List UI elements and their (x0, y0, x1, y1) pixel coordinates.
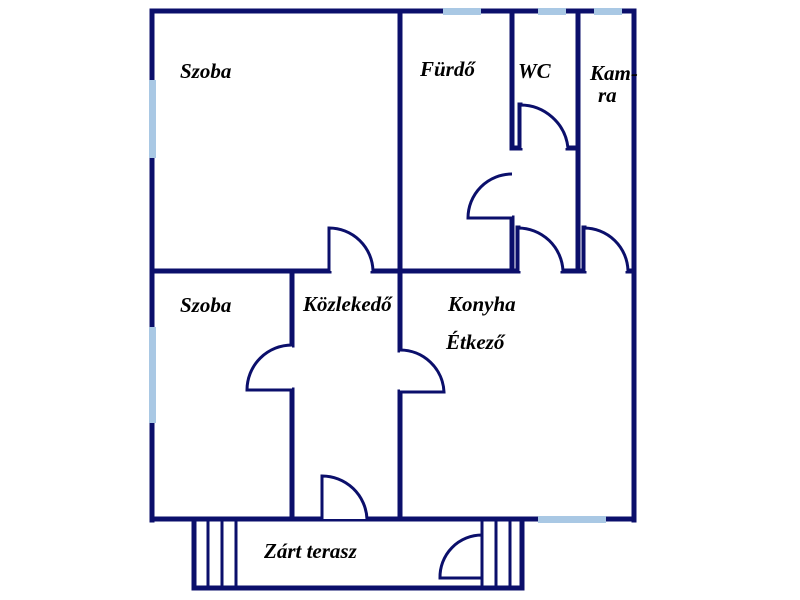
label-etkezo: Étkező (445, 330, 506, 354)
door-szoba-bottom (245, 343, 293, 392)
label-kozlekedo: Közlekedő (302, 292, 393, 316)
window-top-furdo (443, 8, 481, 15)
terrace-stairs (206, 521, 512, 586)
window-left-bottom (149, 327, 156, 423)
label-szoba-bottom: Szoba (180, 293, 231, 317)
label-kamra-line2: ra (598, 83, 617, 107)
windows (149, 8, 622, 523)
window-top-wc (538, 8, 566, 15)
door-furdo (466, 172, 513, 220)
door-szoba-top (327, 226, 375, 272)
label-zart-terasz: Zárt terasz (263, 539, 358, 563)
label-szoba-top: Szoba (180, 59, 231, 83)
door-entrance (320, 474, 369, 520)
label-wc: WC (518, 59, 552, 83)
doors (245, 103, 630, 580)
door-terrace (438, 533, 484, 580)
room-labels: Szoba Fürdő WC Kam- ra Szoba Közlekedő K… (180, 57, 638, 563)
walls (149, 8, 637, 591)
door-konyha (399, 348, 446, 394)
door-wc (518, 103, 570, 149)
window-top-kamra (594, 8, 622, 15)
window-bottom-konyha (538, 516, 606, 523)
window-left-top (149, 80, 156, 158)
door-hall (516, 226, 565, 272)
label-furdo: Fürdő (419, 57, 476, 81)
door-kamra (582, 226, 630, 272)
label-kamra-line1: Kam- (589, 61, 638, 85)
label-konyha: Konyha (447, 292, 516, 316)
